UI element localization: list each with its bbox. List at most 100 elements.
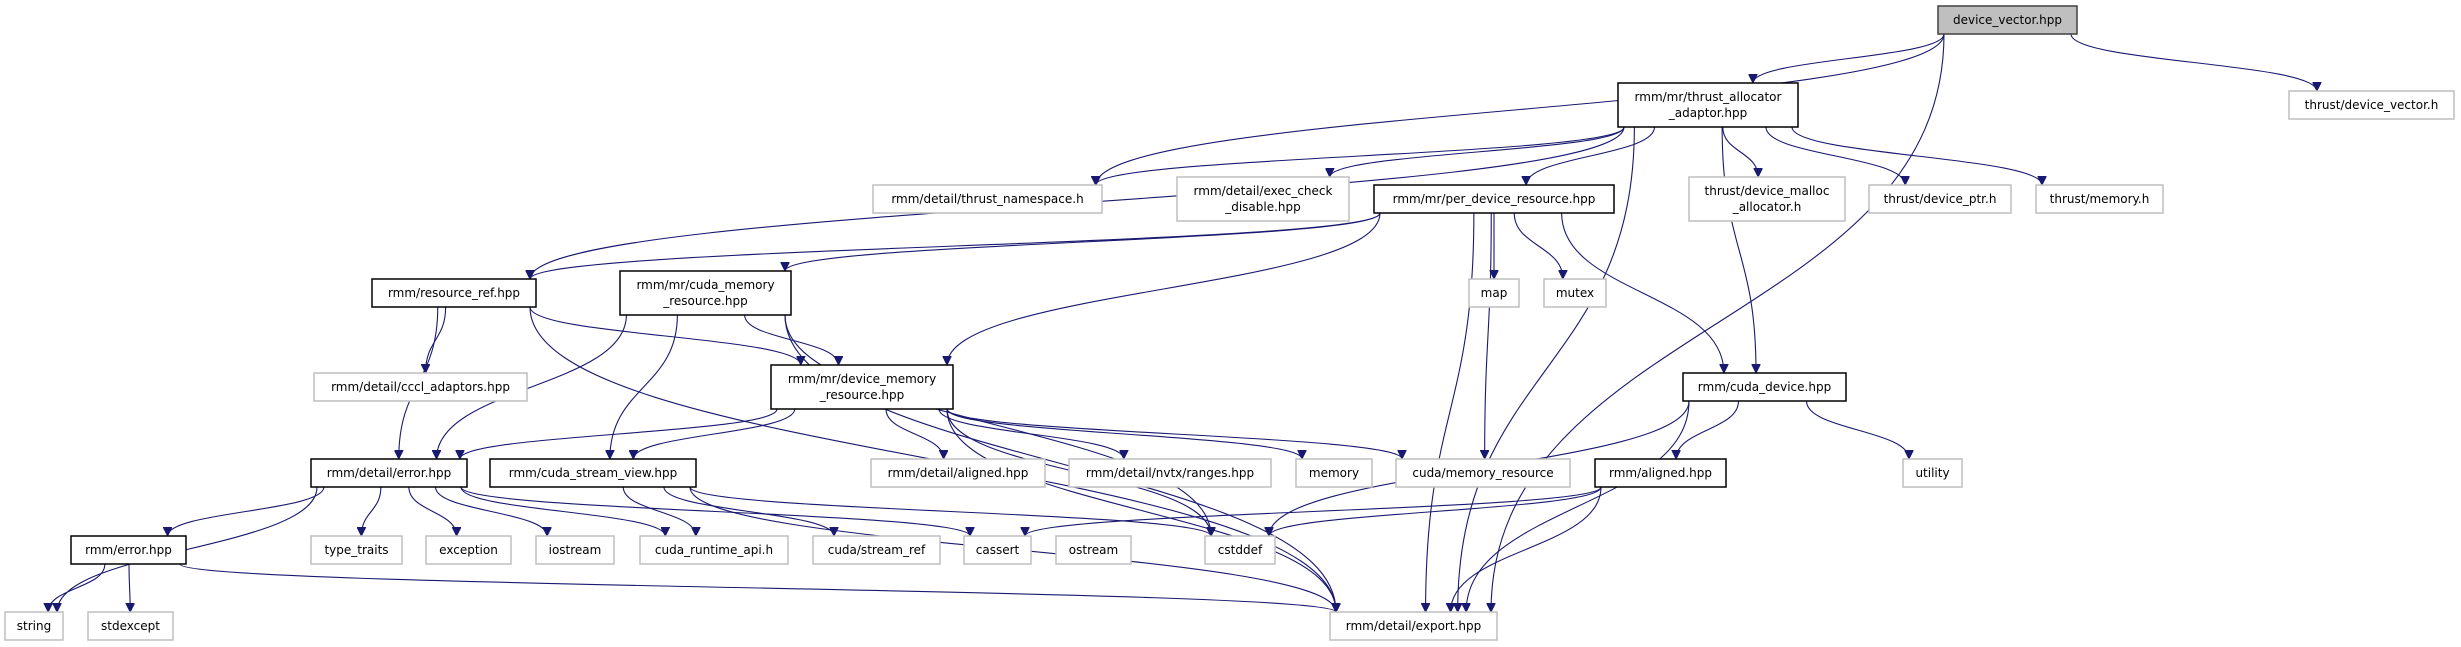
node-box: [535, 535, 615, 565]
node-label: cuda_runtime_api.h: [655, 543, 773, 557]
node-box: [1594, 458, 1727, 488]
edge-device-memory-resource-to-memory: [946, 408, 1302, 460]
node-resource-ref[interactable]: rmm/resource_ref.hpp: [371, 278, 537, 308]
node-label: rmm/cuda_stream_view.hpp: [509, 466, 678, 480]
node-box: [1868, 184, 2012, 214]
node-label: rmm/mr/thrust_allocator: [1635, 90, 1782, 104]
edge-rmm-error-to-string: [48, 563, 106, 613]
edge-device-vector-to-export: [1491, 33, 1945, 612]
edge-thrust-allocator-adaptor-to-thrust-namespace: [1096, 126, 1625, 186]
node-detail-error[interactable]: rmm/detail/error.hpp: [310, 458, 468, 488]
node-box: [70, 535, 187, 565]
node-box: [489, 458, 697, 488]
node-ostream: ostream: [1055, 535, 1132, 565]
edge-cuda-stream-view-to-stream-ref: [663, 486, 834, 537]
node-thrust-namespace: rmm/detail/thrust_namespace.h: [872, 184, 1103, 214]
edge-cuda-memory-resource-to-cuda-stream-view: [610, 314, 678, 459]
node-box: [1329, 611, 1498, 641]
node-box: [1204, 535, 1276, 565]
node-box: [1395, 458, 1571, 488]
node-label: cuda/memory_resource: [1412, 466, 1553, 480]
node-box: [1373, 184, 1615, 214]
node-box: [872, 184, 1103, 214]
node-thrust-device-vector: thrust/device_vector.h: [2288, 90, 2455, 120]
node-label: rmm/mr/per_device_resource.hpp: [1393, 192, 1596, 206]
node-device-vector[interactable]: device_vector.hpp: [1937, 5, 2078, 35]
edge-detail-error-to-type-traits: [361, 486, 382, 536]
edge-detail-error-to-cuda-runtime-api: [460, 486, 665, 537]
node-label: cuda/stream_ref: [828, 543, 926, 557]
node-label: string: [17, 619, 51, 633]
node-box: [639, 535, 789, 565]
node-cuda-device[interactable]: rmm/cuda_device.hpp: [1682, 372, 1847, 402]
node-box: [812, 535, 941, 565]
node-label: rmm/detail/nvtx/ranges.hpp: [1086, 466, 1254, 480]
node-string: string: [4, 611, 64, 641]
node-cuda-memory-resource[interactable]: rmm/mr/cuda_memory_resource.hpp: [619, 270, 792, 316]
node-mutex: mutex: [1543, 278, 1607, 308]
node-label: memory: [1309, 466, 1359, 480]
node-label: rmm/cuda_device.hpp: [1698, 380, 1831, 394]
node-label: _resource.hpp: [819, 388, 905, 402]
edge-per-device-resource-to-device-memory-resource: [947, 212, 1381, 365]
edge-resource-ref-to-device-memory-resource: [529, 306, 801, 366]
node-box: [1468, 278, 1520, 308]
node-utility: utility: [1902, 458, 1963, 488]
node-rmm-error[interactable]: rmm/error.hpp: [70, 535, 187, 565]
node-type-traits: type_traits: [310, 535, 403, 565]
node-label: _adaptor.hpp: [1668, 106, 1747, 120]
edge-device-memory-resource-to-cuda-stream-view: [633, 408, 796, 460]
node-thrust-allocator-adaptor[interactable]: rmm/mr/thrust_allocator _adaptor.hpp: [1617, 82, 1799, 128]
node-nvtx-ranges: rmm/detail/nvtx/ranges.hpp: [1068, 458, 1272, 488]
node-label: rmm/aligned.hpp: [1609, 466, 1712, 480]
edge-detail-error-to-cassert: [460, 486, 970, 537]
node-box: [1617, 82, 1799, 128]
node-device-malloc-allocator: thrust/device_malloc_allocator.h: [1688, 176, 1846, 222]
node-box: [310, 458, 468, 488]
node-cuda-stream-view[interactable]: rmm/cuda_stream_view.hpp: [489, 458, 697, 488]
edge-cuda-memory-resource-to-cstddef: [784, 314, 1211, 536]
node-label: _disable.hpp: [1224, 200, 1301, 214]
node-label: iostream: [549, 543, 602, 557]
edge-per-device-resource-to-export: [1426, 212, 1475, 612]
node-box: [87, 611, 174, 641]
edge-per-device-resource-to-cuda-device: [1561, 212, 1724, 373]
node-label: stdexcept: [101, 619, 160, 633]
node-box: [619, 270, 792, 316]
node-label: utility: [1915, 466, 1949, 480]
edge-detail-error-to-iostream: [434, 486, 548, 537]
node-aligned[interactable]: rmm/aligned.hpp: [1594, 458, 1727, 488]
edge-device-memory-resource-to-detail-error: [460, 408, 778, 460]
nodes-layer: device_vector.hpp rmm/mr/thrust_allocator…: [4, 5, 2455, 641]
node-label: type_traits: [324, 543, 388, 557]
edge-thrust-allocator-adaptor-to-thrust-memory: [1791, 126, 2042, 186]
node-label: thrust/device_ptr.h: [1884, 192, 1997, 206]
node-box: [371, 278, 537, 308]
node-box: [963, 535, 1032, 565]
node-stdexcept: stdexcept: [87, 611, 174, 641]
edge-detail-error-to-exception: [408, 486, 457, 537]
node-label: thrust/device_vector.h: [2305, 98, 2439, 112]
node-cassert: cassert: [963, 535, 1032, 565]
node-box: [870, 458, 1046, 488]
node-label: rmm/detail/aligned.hpp: [888, 466, 1029, 480]
edge-detail-error-to-rmm-error: [168, 486, 325, 537]
node-box: [2035, 184, 2164, 214]
node-device-memory-resource[interactable]: rmm/mr/device_memory _resource.hpp: [770, 364, 954, 410]
edge-device-memory-resource-to-cuda-memory-resource-std: [946, 408, 1402, 460]
node-label: map: [1481, 286, 1508, 300]
edge-thrust-allocator-adaptor-to-exec-check-disable: [1330, 126, 1625, 178]
node-per-device-resource[interactable]: rmm/mr/per_device_resource.hpp: [1373, 184, 1615, 214]
node-detail-aligned: rmm/detail/aligned.hpp: [870, 458, 1046, 488]
node-label: thrust/memory.h: [2050, 192, 2150, 206]
edges-layer: [48, 33, 2317, 613]
edge-cuda-device-to-aligned: [1676, 400, 1740, 460]
edge-aligned-to-export: [1451, 486, 1602, 612]
node-box: [770, 364, 954, 410]
node-box: [313, 372, 528, 402]
node-label: _resource.hpp: [662, 294, 748, 308]
edge-device-memory-resource-to-nvtx-ranges: [938, 408, 1124, 460]
edge-per-device-resource-to-resource-ref: [530, 212, 1381, 280]
edge-device-memory-resource-to-detail-aligned: [885, 408, 944, 460]
node-label: rmm/mr/device_memory: [788, 372, 936, 386]
